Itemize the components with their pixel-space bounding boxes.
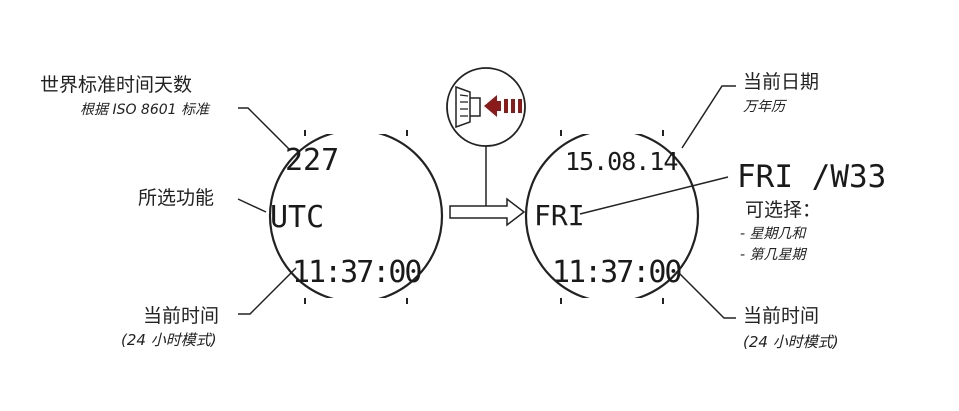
right-arrow-icon [449, 197, 526, 227]
leader-utc-day [238, 107, 291, 151]
left-display-time: 11:37:00 [292, 255, 421, 290]
right-display-weekday: FRI [534, 199, 585, 232]
label-utc-day: 世界标准时间天数 [40, 74, 192, 96]
left-watch: 227 UTC 11:37:00 [268, 126, 444, 306]
left-watch-lug-bottom [308, 298, 404, 306]
label-utc-day-note: 根据 ISO 8601 标准 [80, 102, 211, 118]
label-right-current-time: 当前时间 [743, 305, 819, 327]
right-watch: 15.08.14 FRI 11:37:00 [524, 126, 700, 306]
left-watch-lug-top [308, 126, 404, 134]
right-display-time: 11:37:00 [552, 255, 681, 290]
leader-right-current-time [677, 271, 736, 319]
leader-left-current-time [238, 267, 297, 315]
right-watch-lug-bottom [564, 298, 660, 306]
label-option-week-number: - 第几星期 [740, 247, 808, 263]
label-left-current-time: 当前时间 [143, 305, 219, 327]
leader-weekday [579, 176, 729, 215]
label-current-date-note: 万年历 [743, 99, 788, 115]
crown-push-icon [446, 67, 526, 147]
leader-selected-function [237, 198, 267, 213]
alt-display-weekday-week: FRI /W33 [737, 159, 886, 195]
label-right-current-time-note: (24 小时模式) [743, 333, 839, 351]
label-left-current-time-note: (24 小时模式) [121, 331, 217, 349]
right-watch-lug-top [564, 126, 660, 134]
right-display-date: 15.08.14 [565, 147, 677, 176]
label-selectable: 可选择： [745, 199, 821, 221]
left-display-day-number: 227 [285, 143, 339, 178]
label-selected-function: 所选功能 [138, 187, 214, 209]
left-display-function: UTC [270, 200, 324, 235]
label-current-date: 当前日期 [743, 71, 819, 93]
label-option-weekday: - 星期几和 [740, 226, 808, 242]
leader-current-date [681, 85, 736, 149]
